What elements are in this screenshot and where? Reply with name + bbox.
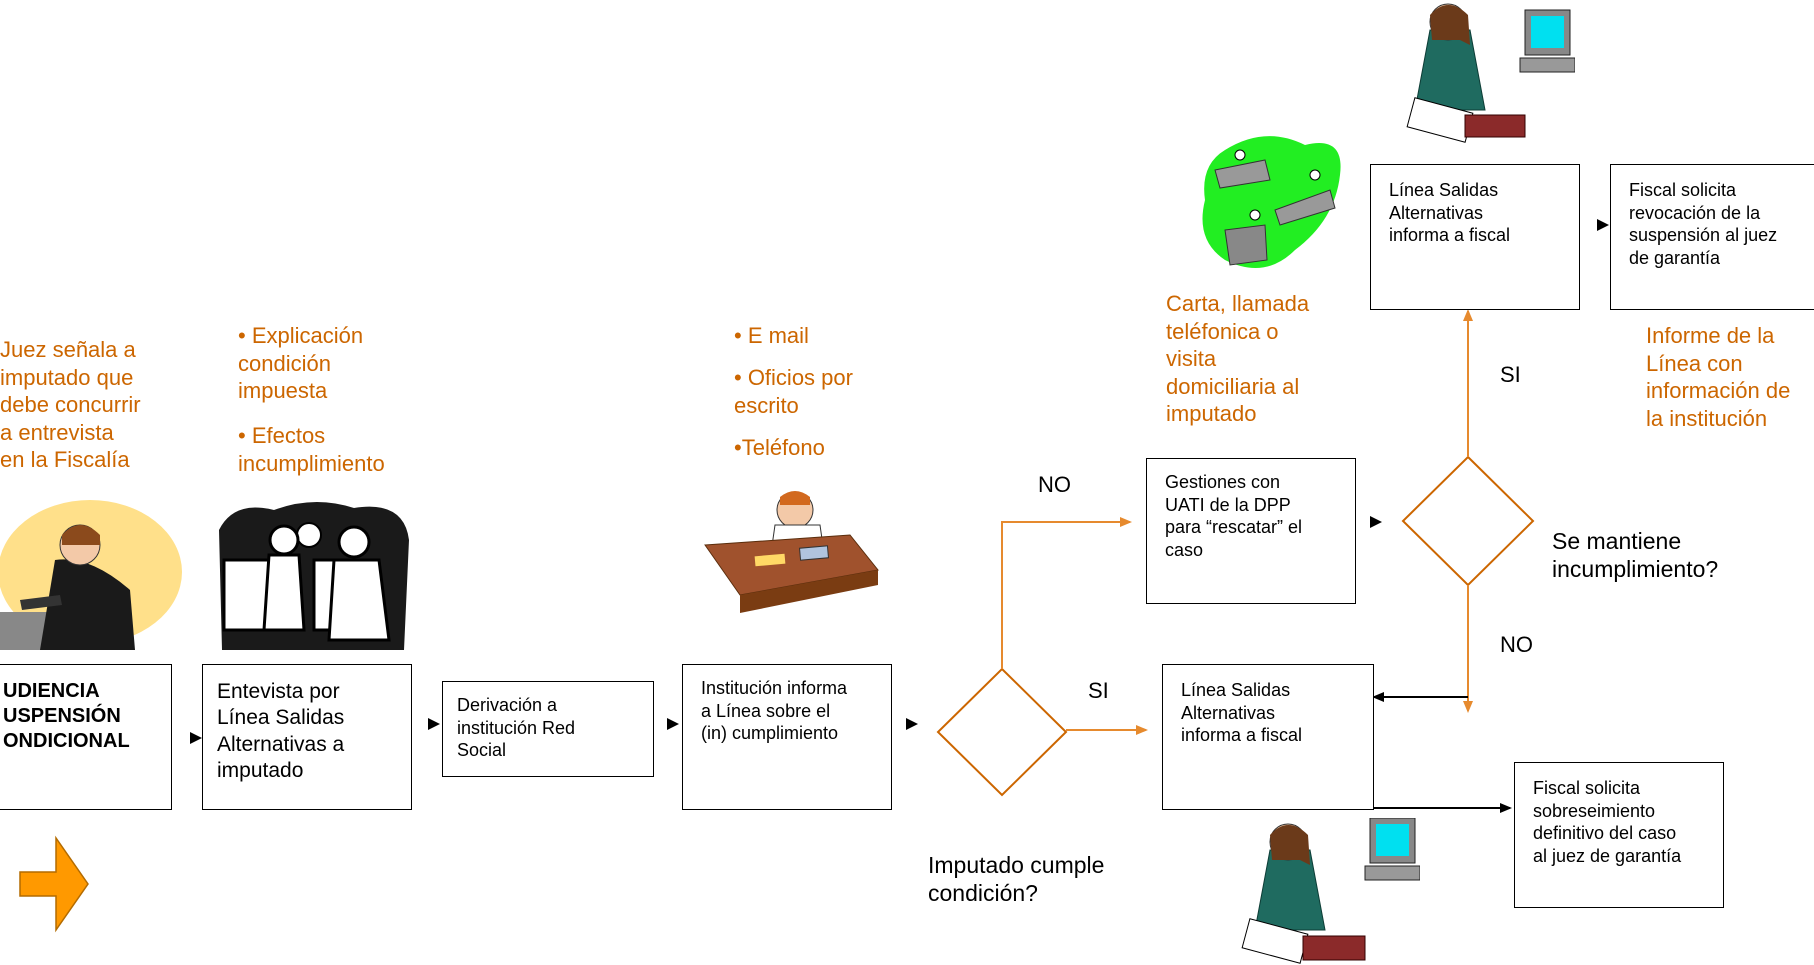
note-efectos: • Efectos incumplimiento [238, 423, 385, 476]
arrow-gestiones-diamond [1370, 516, 1382, 528]
arrow-institucion-diamond [906, 718, 918, 730]
box-linea-top: Línea Salidas Alternativas informa a fis… [1370, 164, 1580, 310]
box-fiscal-revocacion: Fiscal solicita revocación de la suspens… [1610, 164, 1814, 310]
note-juez: Juez señala a imputado que debe concurri… [0, 337, 141, 472]
arrow-derivacion-institucion [667, 718, 679, 730]
box-institucion: Institución informa a Línea sobre el (in… [682, 664, 892, 810]
box-fiscal-sobreseimiento: Fiscal solicita sobreseimiento definitiv… [1514, 762, 1724, 908]
note-oficios: • Oficios por escrito [734, 365, 853, 418]
label-cumple: Imputado cumple condición? [928, 852, 1105, 906]
telephone-desk-clipart [704, 491, 879, 613]
note-telefono: •Teléfono [734, 435, 825, 460]
decision-diamond-cumple [936, 667, 1068, 797]
orange-block-arrow [19, 835, 89, 933]
interview-clipart [219, 501, 409, 650]
note-email: • E mail [734, 323, 809, 348]
woman-computer-clipart-top [1406, 3, 1575, 143]
judge-clipart [0, 500, 182, 650]
label-si-mid: SI [1088, 678, 1109, 703]
arrow-entrevista-derivacion [428, 718, 440, 730]
box-gestiones: Gestiones con UATI de la DPP para “resca… [1146, 458, 1356, 604]
arrow-audiencia-entrevista [190, 732, 202, 744]
decision-diamond-mantiene [1401, 455, 1535, 587]
label-no-down: NO [1500, 632, 1533, 657]
box-audiencia: UDIENCIA USPENSIÓN ONDICIONAL [0, 664, 172, 810]
bridge-walkers-clipart [1202, 136, 1341, 268]
label-no-top: NO [1038, 472, 1071, 497]
box-linea-mid: Línea Salidas Alternativas informa a fis… [1162, 664, 1374, 810]
label-si-up: SI [1500, 362, 1521, 387]
connector-no-gestiones [1001, 517, 1132, 669]
box-derivacion: Derivación a institución Red Social [442, 681, 654, 777]
label-mantiene: Se mantiene incumplimiento? [1552, 528, 1719, 582]
box-entrevista: Entevista por Línea Salidas Alternativas… [202, 664, 412, 810]
woman-computer-clipart-bottom [1241, 818, 1420, 964]
arrow-linea-fiscal-top [1597, 219, 1609, 231]
note-carta: Carta, llamada teléfonica o visita domic… [1166, 291, 1310, 426]
note-informe: Informe de la Línea con información de l… [1646, 323, 1791, 431]
note-explicacion: • Explicación condición impuesta [238, 323, 364, 403]
